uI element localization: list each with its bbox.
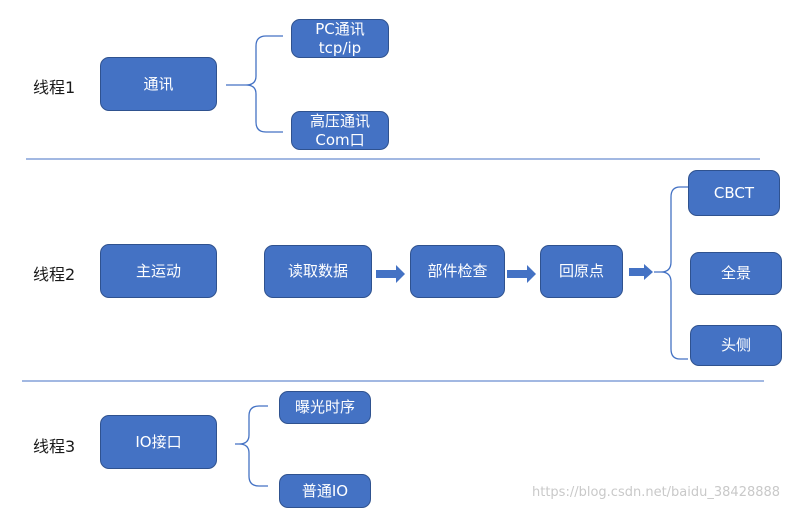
- exposure-timing-label: 曝光时序: [294, 398, 355, 416]
- hv-comm-line1: 高压通讯: [309, 111, 370, 130]
- brace-thread3: [235, 405, 268, 487]
- component-check-label: 部件检查: [427, 262, 488, 280]
- home-position-box: 回原点: [540, 245, 623, 298]
- cbct-box: CBCT: [688, 170, 780, 216]
- thread-1-label: 线程1: [33, 78, 76, 97]
- watermark-text: https://blog.csdn.net/baidu_38428888: [532, 485, 781, 500]
- main-motion-box: 主运动: [100, 244, 217, 298]
- cephalometric-label: 头侧: [720, 336, 751, 354]
- hv-comm-box: 高压通讯 Com口: [291, 111, 389, 150]
- brace-thread2: [654, 186, 688, 360]
- home-position-label: 回原点: [558, 262, 604, 280]
- read-data-label: 读取数据: [287, 262, 348, 280]
- general-io-box: 普通IO: [279, 474, 371, 508]
- exposure-timing-box: 曝光时序: [279, 391, 371, 424]
- component-check-box: 部件检查: [410, 245, 505, 298]
- brace-thread1: [226, 35, 283, 133]
- thread-2-label: 线程2: [33, 265, 76, 284]
- thread-3-label: 线程3: [33, 437, 76, 456]
- hv-comm-line2: Com口: [315, 130, 365, 149]
- read-data-box: 读取数据: [264, 245, 372, 298]
- cephalometric-box: 头侧: [690, 325, 782, 366]
- arrow-3: [629, 264, 653, 280]
- arrow-1: [376, 265, 405, 283]
- general-io-label: 普通IO: [301, 481, 349, 500]
- io-interface-label: IO接口: [135, 432, 182, 451]
- flow-arrows: [376, 264, 653, 283]
- panorama-box: 全景: [690, 252, 782, 295]
- comm-box-label: 通讯: [143, 74, 174, 93]
- main-motion-label: 主运动: [135, 261, 181, 280]
- pc-comm-line2: tcp/ip: [318, 38, 362, 57]
- arrow-2: [507, 265, 536, 283]
- panorama-label: 全景: [720, 264, 751, 282]
- comm-box: 通讯: [100, 57, 217, 111]
- cbct-label: CBCT: [713, 183, 755, 202]
- pc-comm-line1: PC通讯: [315, 19, 365, 38]
- io-interface-box: IO接口: [100, 415, 217, 469]
- pc-comm-box: PC通讯 tcp/ip: [291, 19, 389, 58]
